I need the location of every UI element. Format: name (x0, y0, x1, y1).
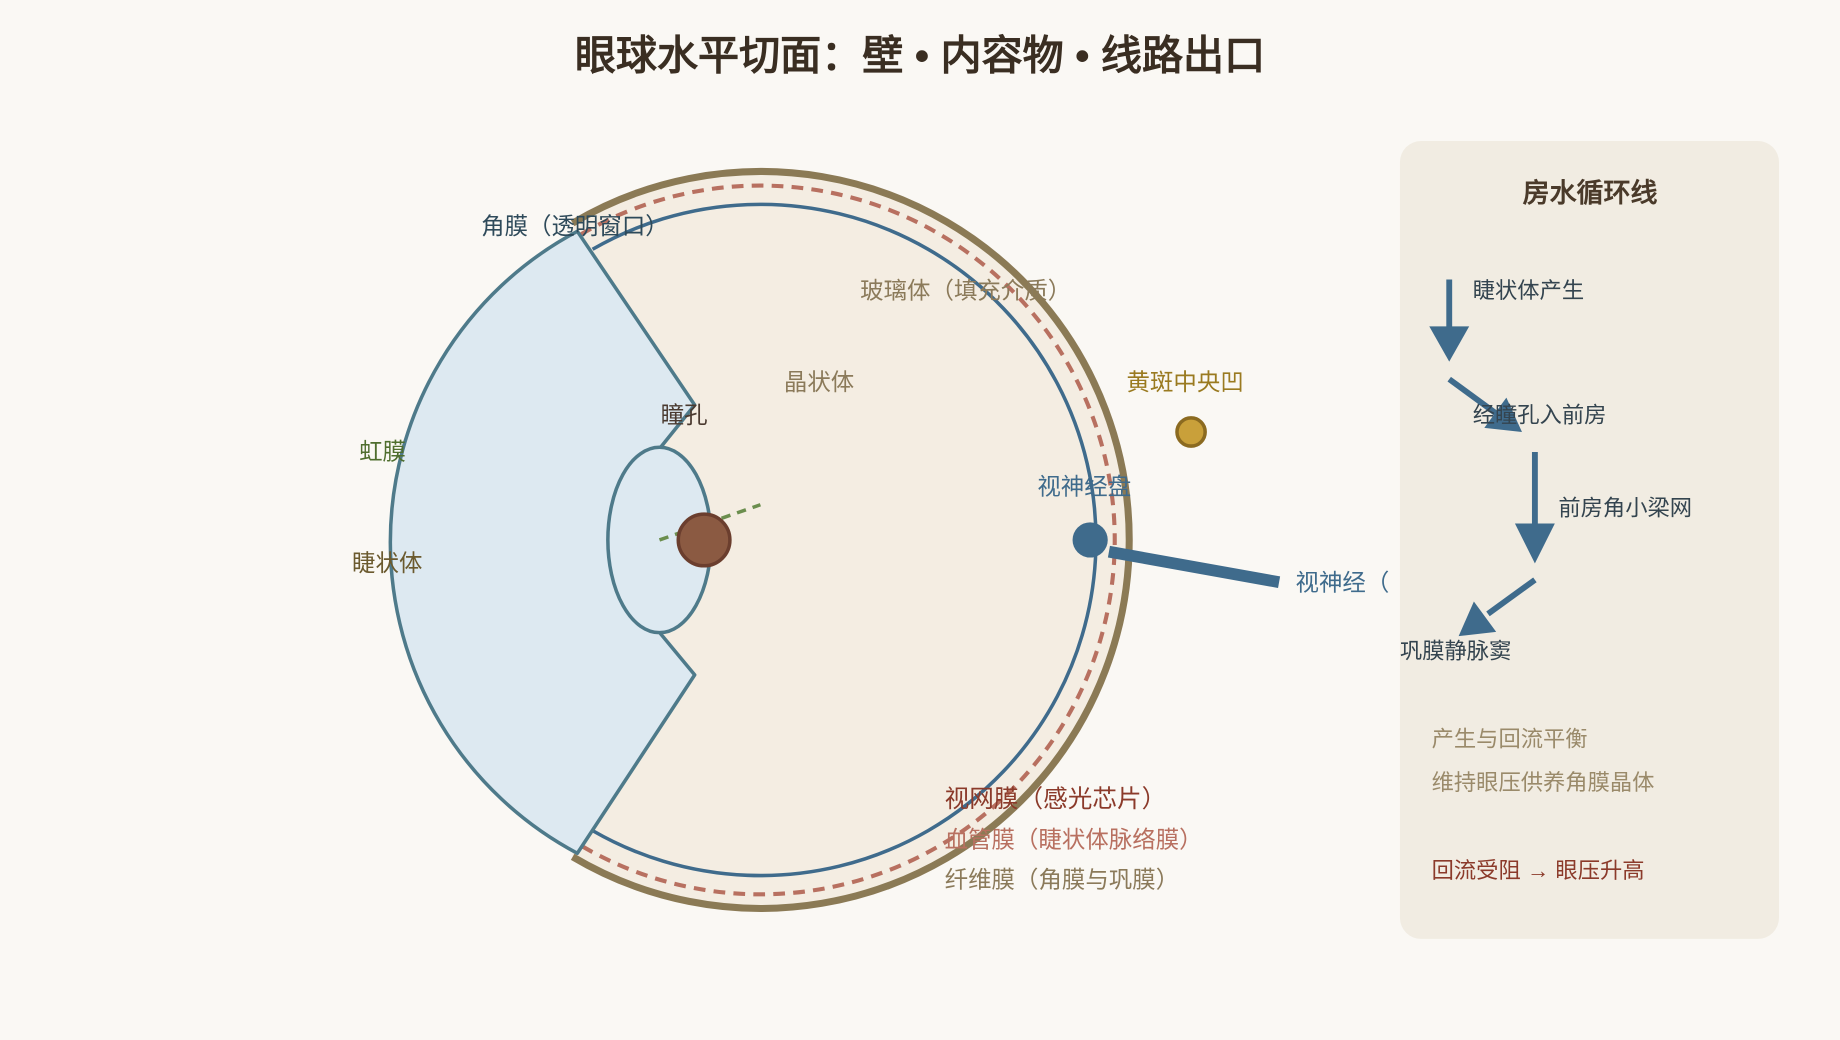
vascular-layer-ring (579, 183, 1117, 897)
flow-arrow-4-head (1458, 601, 1497, 637)
flow-step-4: 巩膜静脉窦 (1400, 638, 1511, 663)
fibrous-layer-ring (570, 168, 1133, 912)
aqueous-circulation-panel: 房水循环线 睫状体产生 经瞳孔入前房 前房角小梁网 巩膜静脉窦 产生与回流平衡 … (1399, 140, 1779, 939)
panel-note-1: 产生与回流平衡 (1432, 727, 1588, 752)
ciliary-body-label: 睫状体 (352, 550, 422, 576)
macula-dot (1175, 416, 1207, 448)
optic-disc-label: 视神经盘 (1037, 474, 1131, 500)
flow-step-2: 经瞳孔入前房 (1473, 403, 1607, 428)
flow-arrow-3-head (1514, 523, 1555, 564)
flow-arrow-2-head (1484, 397, 1522, 432)
fibrous-layer-label: 纤维膜（角膜与巩膜） (945, 867, 1180, 893)
eyeball-interior (572, 171, 1130, 909)
vitreous-label: 玻璃体（填充介质） (860, 278, 1071, 304)
pupil-label: 瞳孔 (661, 402, 708, 428)
macula-label: 黄斑中央凹 (1127, 369, 1244, 395)
cornea-label: 角膜（透明窗口） (481, 213, 669, 239)
flow-arrow-4-line (1486, 577, 1537, 617)
optic-disc-dot (1072, 522, 1108, 558)
lens-label: 晶状体 (784, 369, 854, 395)
optic-nerve-label: 视神经（ (1296, 570, 1390, 596)
optic-nerve-line (1107, 545, 1281, 588)
iris-label: 虹膜 (359, 438, 406, 464)
panel-background (1399, 140, 1779, 939)
flow-arrow-1-head (1429, 326, 1470, 362)
retina-layer-label: 视网膜（感光芯片） (945, 785, 1167, 813)
page-title: 眼球水平切面：壁 • 内容物 • 线路出口 (575, 33, 1265, 79)
cornea-iris-region (388, 229, 697, 856)
vascular-layer-label: 血管膜（睫状体脉络膜） (945, 827, 1203, 853)
flow-arrow-2-line (1447, 376, 1500, 417)
flow-step-1: 睫状体产生 (1473, 278, 1584, 303)
panel-warning: 回流受阻 → 眼压升高 (1432, 858, 1645, 883)
panel-title: 房水循环线 (1523, 178, 1658, 208)
panel-note-2: 维持眼压供养角膜晶体 (1432, 770, 1655, 795)
pupil-dot (676, 512, 732, 568)
flow-step-3: 前房角小梁网 (1558, 495, 1692, 520)
